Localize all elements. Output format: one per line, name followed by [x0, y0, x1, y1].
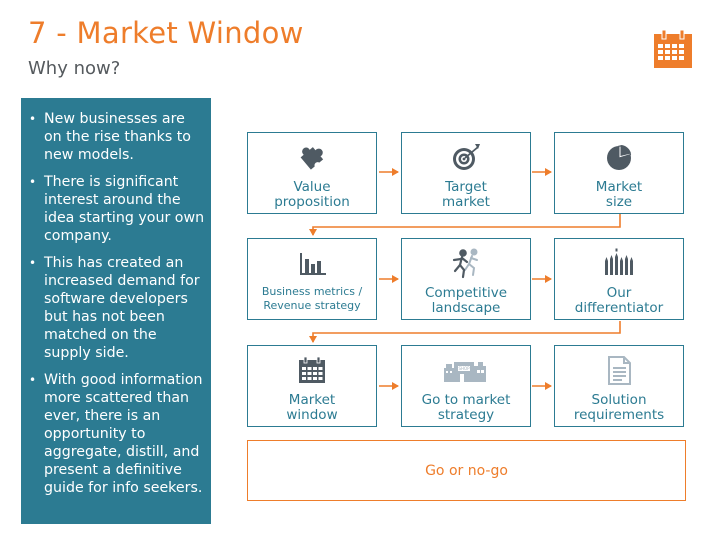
decision-box: Go or no-go — [247, 440, 686, 501]
bullet-text: This has created an increased demand for… — [44, 255, 200, 361]
document-icon — [608, 356, 631, 385]
sidebar-bullet: •This has created an increased demand fo… — [29, 255, 200, 361]
puzzle-icon — [300, 147, 324, 170]
step-market-window: Market window — [247, 345, 377, 427]
step-go-to-market: SHOP Go to market strategy — [401, 345, 531, 427]
page-title: 7 - Market Window — [28, 16, 304, 50]
step-label: Go to market strategy — [421, 392, 511, 423]
shop-sign-glyph: SHOP — [458, 366, 470, 371]
sidebar-bullet: •There is significant interest around th… — [29, 174, 205, 244]
step-target-market: Target market — [401, 132, 531, 214]
target-icon — [453, 144, 480, 170]
bar-chart-icon — [300, 253, 326, 275]
step-business-metrics: Business metrics / Revenue strategy — [247, 238, 377, 320]
pie-chart-icon — [607, 145, 632, 170]
step-label: Solution requirements — [573, 392, 665, 423]
bullet-text: New businesses are on the rise thanks to… — [44, 111, 191, 163]
calendar-icon — [654, 29, 692, 68]
bullet-text: With good information more scattered tha… — [44, 372, 203, 496]
step-value-proposition: Value proposition — [247, 132, 377, 214]
sidebar-bullet: •New businesses are on the rise thanks t… — [29, 111, 191, 163]
step-label: Our differentiator — [574, 285, 664, 316]
shop-icon: SHOP — [444, 362, 486, 382]
calendar-icon — [299, 356, 325, 383]
arrow-wrap — [309, 214, 621, 236]
arrow-wrap — [309, 321, 621, 343]
step-market-size: Market size — [554, 132, 684, 214]
runners-icon — [452, 248, 478, 279]
step-label: Market size — [595, 179, 643, 210]
page-subtitle: Why now? — [28, 58, 121, 79]
step-competitive-landscape: Competitive landscape — [401, 238, 531, 320]
step-our-differentiator: Our differentiator — [554, 238, 684, 320]
step-solution-requirements: Solution requirements — [554, 345, 684, 427]
pencils-icon — [605, 248, 633, 275]
step-label: Target market — [442, 179, 490, 210]
sidebar-panel: •New businesses are on the rise thanks t… — [21, 98, 211, 524]
step-label: Competitive landscape — [424, 285, 508, 316]
step-label: Value proposition — [274, 179, 350, 210]
sidebar-bullet: •With good information more scattered th… — [29, 372, 203, 496]
step-label: Business metrics / Revenue strategy — [261, 285, 363, 312]
decision-label: Go or no-go — [425, 462, 508, 479]
bullet-text: There is significant interest around the… — [44, 174, 205, 244]
step-label: Market window — [286, 392, 338, 423]
